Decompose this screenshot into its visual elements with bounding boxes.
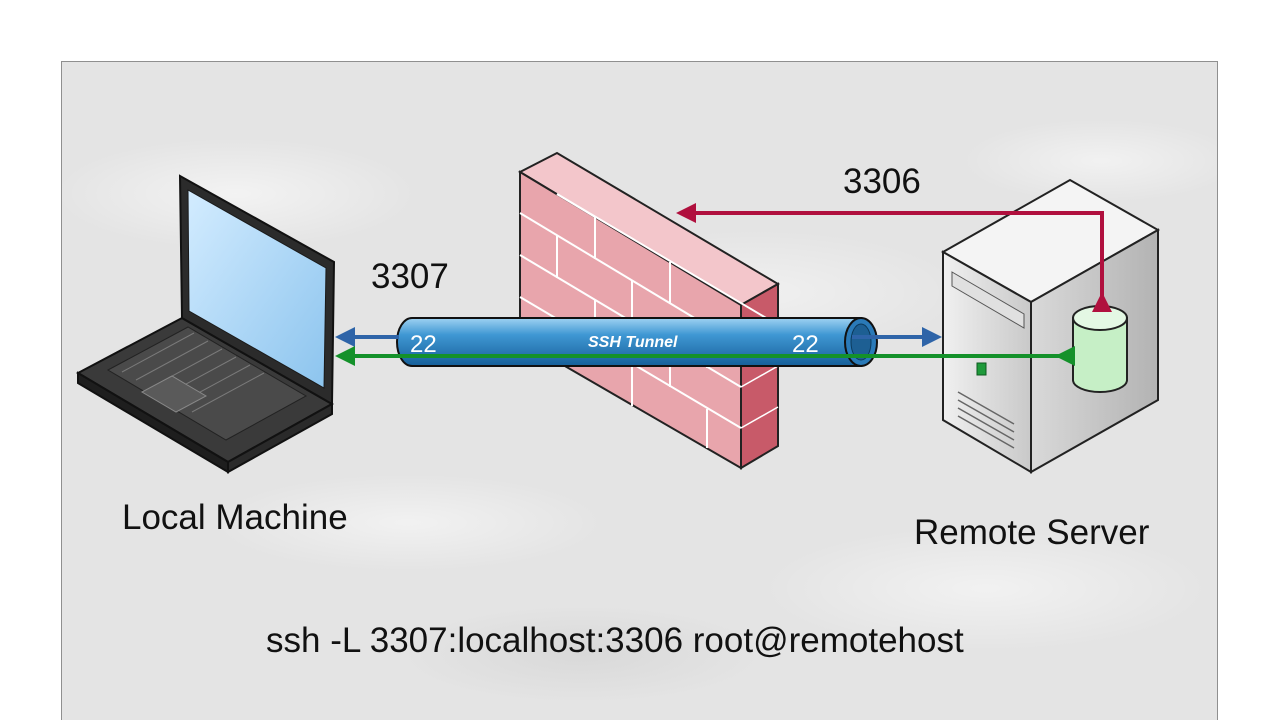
- tunnel-right-port: 22: [792, 331, 819, 358]
- database-icon: [1072, 305, 1128, 393]
- laptop-icon: [75, 174, 336, 474]
- remote-server-label: Remote Server: [914, 513, 1150, 552]
- ssh-command: ssh -L 3307:localhost:3306 root@remoteho…: [266, 621, 964, 660]
- local-port-label: 3307: [371, 257, 449, 296]
- remote-port-arrow: [676, 203, 1112, 312]
- remote-port-label: 3306: [843, 162, 921, 201]
- tunnel-left-port: 22: [410, 331, 437, 358]
- firewall-icon: [517, 151, 780, 470]
- local-machine-label: Local Machine: [122, 498, 348, 537]
- tunnel-label: SSH Tunnel: [588, 334, 678, 351]
